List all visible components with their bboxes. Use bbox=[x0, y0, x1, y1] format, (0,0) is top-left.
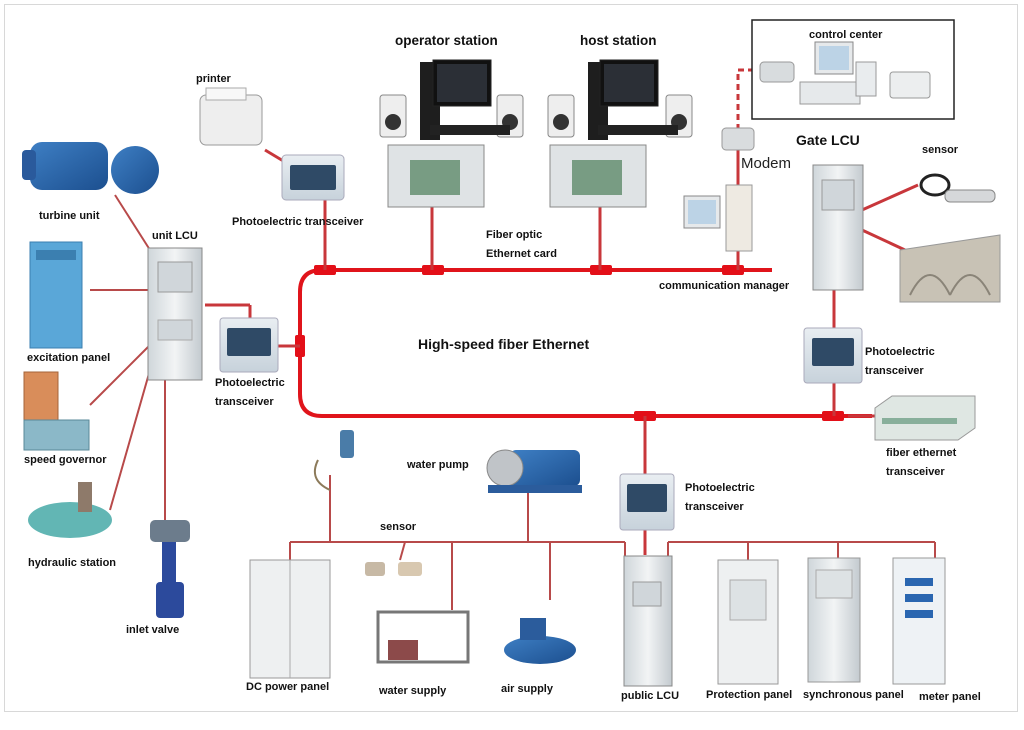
photoelectric-transceiver-left bbox=[219, 317, 279, 373]
label-printer: printer bbox=[196, 73, 231, 85]
protection-panel-illustration bbox=[717, 559, 779, 685]
excitation-panel-illustration bbox=[29, 241, 83, 349]
label-air-supply: air supply bbox=[501, 683, 553, 695]
photoelectric-transceiver-right bbox=[803, 327, 863, 384]
connector bbox=[722, 265, 744, 275]
host-station-illustration bbox=[547, 59, 693, 208]
label-fiber-optic-card-2: Ethernet card bbox=[486, 248, 557, 260]
communication-manager-illustration bbox=[683, 184, 753, 252]
printer-illustration bbox=[199, 87, 263, 146]
label-high-speed-fiber-ethernet: High-speed fiber Ethernet bbox=[418, 336, 590, 352]
label-dc-power-panel: DC power panel bbox=[246, 681, 330, 693]
water-pump-illustration bbox=[486, 449, 582, 493]
sensor-bottom-illustration bbox=[314, 430, 354, 491]
turbine-unit-illustration bbox=[22, 142, 159, 194]
water-supply-illustration bbox=[376, 610, 470, 664]
label-photoelectric-right-2: transceiver bbox=[865, 365, 924, 377]
speed-governor-illustration bbox=[23, 371, 90, 451]
synchronous-panel-illustration bbox=[807, 557, 861, 683]
label-operator-station: operator station bbox=[395, 33, 498, 48]
label-synchronous-panel: synchronous panel bbox=[803, 689, 904, 701]
unit-lcu-connections bbox=[89, 194, 166, 520]
fiber-ethernet-transceiver-illustration bbox=[874, 395, 976, 441]
inlet-valve-illustration bbox=[150, 520, 190, 618]
label-turbine-unit: turbine unit bbox=[39, 210, 100, 222]
control-center-box bbox=[751, 19, 955, 120]
label-public-lcu: public LCU bbox=[621, 690, 680, 702]
label-fiber-ethernet-2: transceiver bbox=[886, 466, 945, 478]
label-water-pump: water pump bbox=[407, 459, 469, 471]
meter-panel-illustration bbox=[892, 557, 946, 685]
label-excitation-panel: excitation panel bbox=[27, 352, 111, 364]
label-photoelectric-left-1: Photoelectric bbox=[215, 377, 285, 389]
label-control-center: control center bbox=[809, 29, 883, 41]
label-sensor-bottom: sensor bbox=[380, 521, 417, 533]
link-lines bbox=[205, 68, 919, 555]
dc-power-panel-illustration bbox=[249, 559, 331, 679]
label-modem: Modem bbox=[741, 155, 792, 172]
photoelectric-transceiver-top bbox=[281, 154, 345, 201]
diagram-frame bbox=[4, 4, 1018, 712]
unit-lcu-illustration bbox=[147, 247, 203, 381]
air-supply-illustration bbox=[504, 618, 576, 664]
label-gate-lcu: Gate LCU bbox=[796, 132, 860, 148]
gate-lcu-illustration bbox=[812, 164, 864, 291]
label-photoelectric-transceiver-top: Photoelectric transceiver bbox=[232, 216, 364, 228]
label-protection-panel: Protection panel bbox=[706, 689, 793, 701]
label-photoelectric-bottom-2: transceiver bbox=[685, 501, 744, 513]
dam-illustration bbox=[899, 234, 1001, 303]
label-photoelectric-right-1: Photoelectric bbox=[865, 346, 935, 358]
label-fiber-optic-card-1: Fiber optic bbox=[486, 229, 543, 241]
label-unit-lcu: unit LCU bbox=[152, 230, 198, 242]
label-water-supply: water supply bbox=[379, 685, 447, 697]
label-host-station: host station bbox=[580, 33, 657, 48]
hydraulic-station-illustration bbox=[28, 482, 112, 538]
modem-illustration bbox=[721, 127, 755, 151]
label-hydraulic-station: hydraulic station bbox=[28, 557, 117, 569]
sensor-right-illustration bbox=[919, 173, 996, 203]
label-speed-governor: speed governor bbox=[24, 454, 107, 466]
operator-station-illustration bbox=[379, 59, 524, 208]
label-meter-panel: meter panel bbox=[919, 691, 981, 703]
label-photoelectric-left-2: transceiver bbox=[215, 396, 274, 408]
label-communication-manager: communication manager bbox=[659, 280, 790, 292]
label-fiber-ethernet-1: fiber ethernet bbox=[886, 447, 957, 459]
label-photoelectric-bottom-1: Photoelectric bbox=[685, 482, 755, 494]
photoelectric-transceiver-bottom bbox=[619, 473, 675, 531]
label-inlet-valve: inlet valve bbox=[126, 624, 180, 636]
public-lcu-illustration bbox=[623, 555, 673, 687]
bottom-bus bbox=[289, 475, 936, 610]
sensor-set-illustration bbox=[365, 562, 422, 576]
label-sensor-right: sensor bbox=[922, 144, 959, 156]
